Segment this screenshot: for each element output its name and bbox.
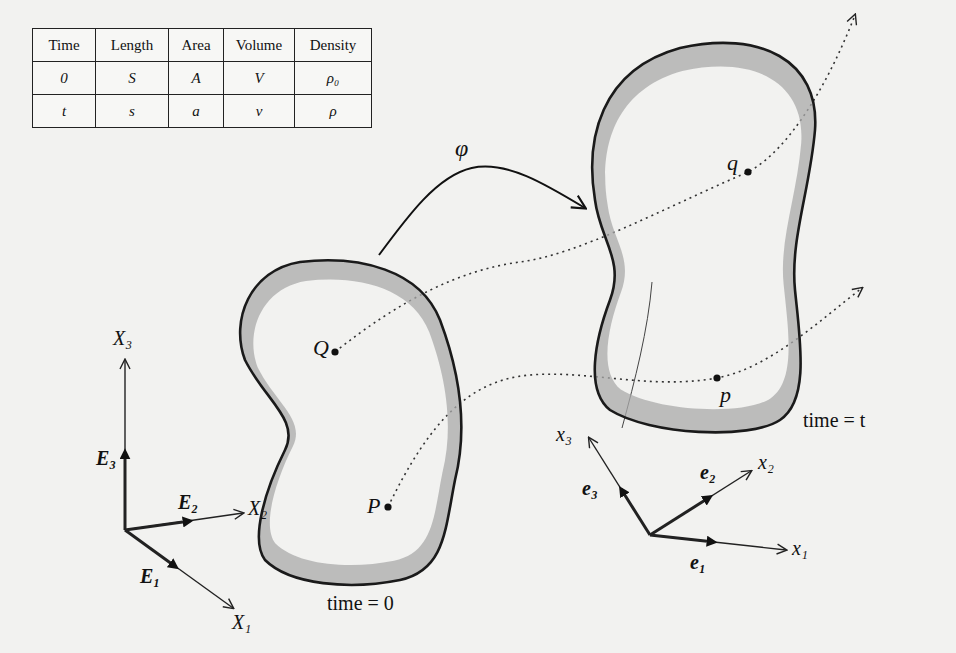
body-outline [235,255,475,625]
point-label: p [720,384,731,406]
point-label: Q [313,337,329,359]
axis-label: x₂ [758,452,774,472]
axis-x3-ref [124,360,125,530]
axis-x3-spatial [589,438,650,535]
quantity-table: Time Length Area Volume Density 0 S A Vρ₀ t s a v ρ [32,28,372,128]
table-text: S [128,70,136,86]
table-text: Time [48,37,79,53]
axis-x1-spatial [650,535,786,550]
material-point [713,374,720,381]
body-region: Q Ptime = 0 [235,255,475,625]
table-cell: t [33,95,96,128]
table-cell: 0 [33,62,96,95]
table-text: 0 [60,70,68,86]
basis-e1-spatial [650,535,714,542]
basis-e3-spatial [621,489,650,535]
boundary-band [240,260,461,584]
mapping-arrow [379,166,585,255]
material-point [331,348,338,355]
point-label: q [727,152,738,174]
axis-label: X₂ [248,498,267,518]
axis-x1-ref [125,530,233,608]
time-label: time = 0 [327,593,394,613]
basis-vector-label: e₁ [690,552,706,572]
basis-e2-ref [125,521,190,530]
table-text: t [62,103,66,119]
spatial-axes [589,438,786,550]
basis-vector-label: e₃ [582,478,598,498]
time-label: time = t [803,410,865,430]
table-cell: Density [295,29,372,62]
boundary-line [240,260,461,584]
table-cell: ρ [295,95,372,128]
table-text: A [191,70,200,86]
table-cell: ρ₀ [295,62,372,95]
material-point [744,168,751,175]
point-label: P [367,495,380,517]
boundary-band [592,43,815,432]
body-region: q p time = t [585,40,915,440]
basis-e1-ref [125,530,176,567]
axis-label: x₃ [556,424,572,444]
basis-vector-label: E₃ [96,448,116,468]
edge-label: φ [452,136,471,160]
table-cell: Volume [224,29,295,62]
table-text: Density [310,37,357,53]
body-outline [585,40,915,440]
basis-vector-label: E₁ [140,566,160,586]
table-text: Volume [236,37,282,53]
axis-x2-ref [125,513,243,530]
reference-axes [125,360,243,608]
table-text: a [192,103,200,119]
table-text: s [129,103,135,119]
basis-e2-spatial [650,497,710,535]
table-cell: s [96,95,169,128]
axis-label: X₃ [113,328,132,348]
axis-label: x₁ [792,538,808,558]
basis-vector-label: E₂ [178,492,198,512]
table-text: v [256,103,263,119]
table-cell: v [224,95,295,128]
table-cell: Time [33,29,96,62]
table-text: Length [111,37,154,53]
basis-vector-label: e₂ [700,462,716,482]
basis-e3-ref [124,452,127,530]
table-text: V [254,70,263,86]
boundary-line [592,43,815,432]
table-text: ρ [329,103,336,119]
table-cell: Length [96,29,169,62]
table-text: ρ₀ [327,70,339,86]
table-cell: a [169,95,224,128]
table-cell: S [96,62,169,95]
table-cell: Area [169,29,224,62]
axis-label: X₁ [232,612,251,632]
material-point [384,503,391,510]
table-text: Area [181,37,210,53]
table-cell: V [224,62,295,95]
table-cell: A [169,62,224,95]
